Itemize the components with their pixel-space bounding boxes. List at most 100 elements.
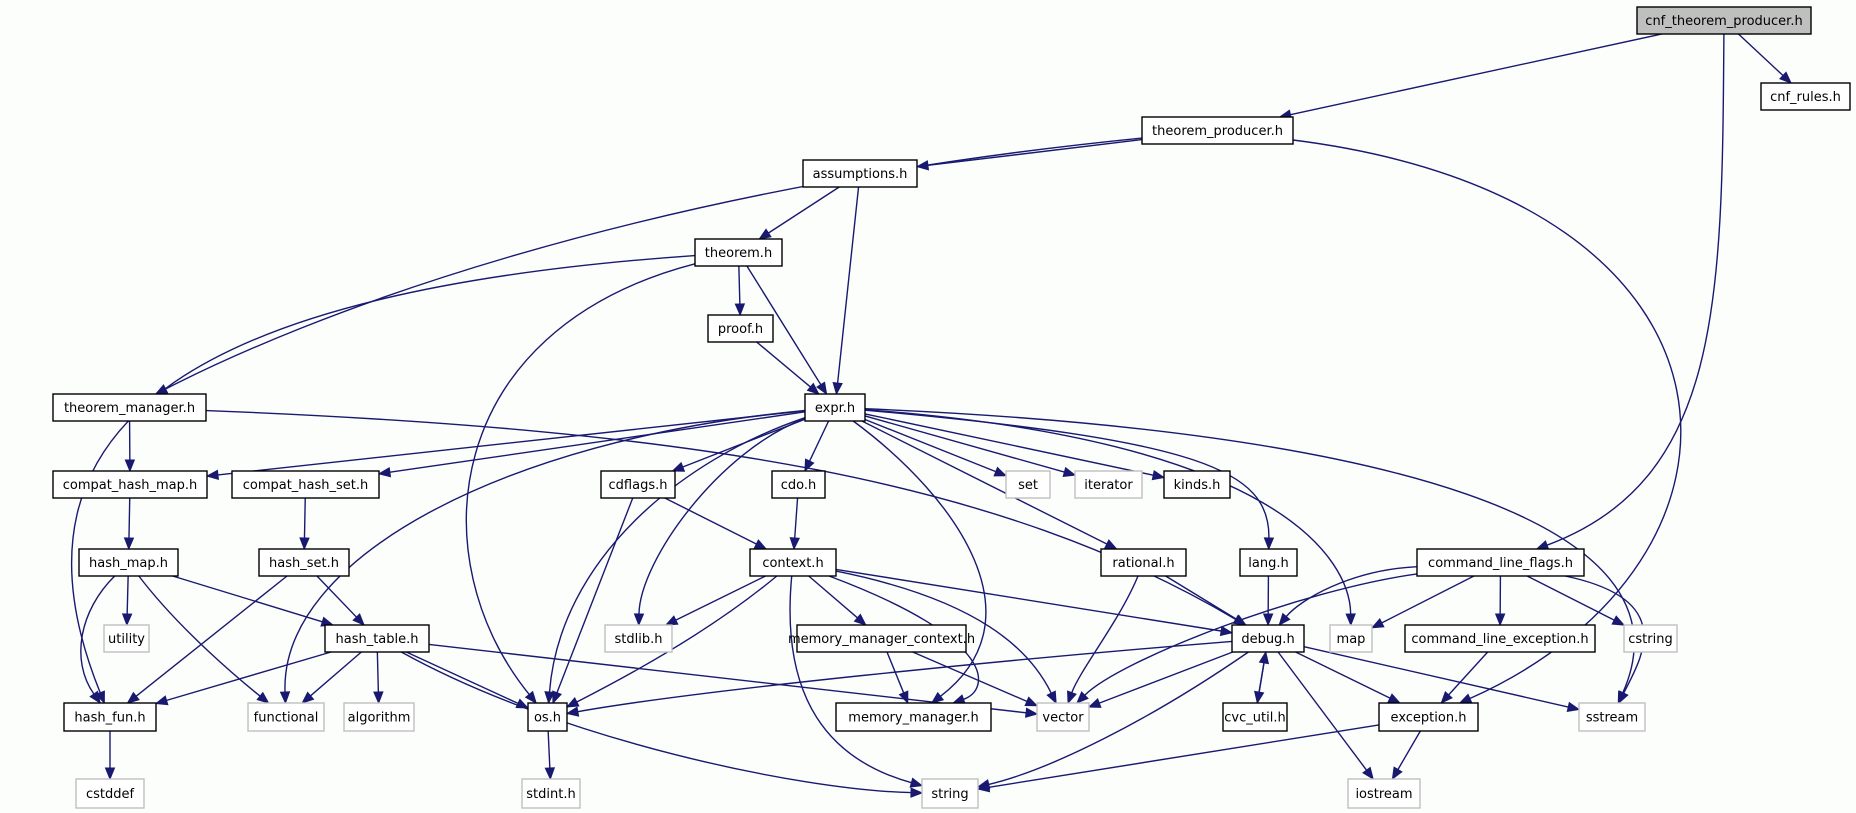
node-label: command_line_flags.h	[1428, 556, 1573, 571]
node-exception[interactable]: exception.h	[1378, 702, 1479, 732]
node-label: vector	[1042, 711, 1084, 726]
node-kinds[interactable]: kinds.h	[1163, 470, 1231, 499]
node-cnf-rules[interactable]: cnf_rules.h	[1760, 82, 1851, 111]
node-command-line-flags[interactable]: command_line_flags.h	[1416, 548, 1585, 577]
edge-hash-set-to-hash-table	[316, 575, 357, 618]
node-algorithm: algorithm	[343, 702, 415, 732]
node-compat-hash-set[interactable]: compat_hash_set.h	[231, 470, 380, 499]
arrowhead-icon	[1046, 690, 1057, 705]
edge-expr-to-stdlib	[638, 417, 806, 615]
node-proof[interactable]: proof.h	[707, 314, 774, 343]
node-label: cstddef	[86, 787, 135, 802]
node-label: cdflags.h	[609, 478, 668, 493]
node-label: expr.h	[815, 401, 855, 416]
node-memory-manager[interactable]: memory_manager.h	[835, 702, 992, 732]
arrowhead-icon	[552, 690, 563, 705]
arrowhead-icon	[976, 782, 991, 793]
node-command-line-exception[interactable]: command_line_exception.h	[1404, 624, 1596, 653]
node-box	[600, 470, 676, 499]
edge-theorem-to-expr	[746, 265, 822, 386]
node-utility: utility	[103, 624, 150, 653]
node-box	[52, 393, 207, 422]
edges-layer	[70, 33, 1792, 798]
edge-memory-manager-context-to-vector	[912, 651, 1028, 703]
node-label: stdlib.h	[615, 632, 663, 647]
edge-theorem-to-proof	[738, 265, 741, 305]
node-box	[771, 470, 826, 499]
node-box	[921, 778, 979, 809]
node-box	[604, 624, 673, 653]
edge-command-line-exception-to-exception	[1448, 651, 1489, 696]
arrowhead-icon	[123, 537, 135, 551]
edge-hash-table-to-string	[401, 651, 912, 794]
edge-proof-to-expr	[756, 341, 811, 388]
node-hash-set[interactable]: hash_set.h	[258, 548, 350, 577]
arrowhead-icon	[789, 537, 800, 551]
arrowhead-icon	[1391, 766, 1403, 781]
node-cdo[interactable]: cdo.h	[771, 470, 826, 499]
edge-context-to-string	[789, 575, 912, 784]
arrowhead-icon	[565, 706, 580, 717]
edge-cvc-util-to-debug	[1256, 662, 1265, 704]
node-box	[258, 548, 350, 577]
node-label: iostream	[1355, 787, 1412, 802]
node-memory-manager-context[interactable]: memory_manager_context.h	[788, 624, 975, 653]
arrowhead-icon	[1067, 690, 1077, 705]
node-label: utility	[108, 632, 145, 647]
node-cdflags[interactable]: cdflags.h	[600, 470, 676, 499]
node-hash-fun[interactable]: hash_fun.h	[63, 702, 157, 732]
edge-command-line-flags-to-cstring	[1526, 575, 1615, 621]
edge-hash-map-to-hash-table	[172, 575, 323, 623]
arrowhead-icon	[1362, 766, 1374, 781]
node-box	[324, 624, 430, 653]
edge-context-to-vector	[835, 570, 1052, 694]
edge-debug-to-vector	[1099, 651, 1234, 704]
edge-expr-to-compat-hash-set	[389, 411, 806, 473]
node-cnf-theorem-producer[interactable]: cnf_theorem_producer.h	[1636, 6, 1812, 35]
node-label: memory_manager_context.h	[788, 632, 975, 647]
edge-hash-table-to-functional	[310, 651, 362, 697]
node-lang[interactable]: lang.h	[1239, 548, 1298, 577]
node-box	[1347, 778, 1421, 809]
node-box	[1636, 6, 1812, 35]
node-context[interactable]: context.h	[749, 548, 837, 577]
arrowhead-icon	[205, 469, 220, 481]
node-debug[interactable]: debug.h	[1231, 624, 1305, 653]
node-theorem-manager[interactable]: theorem_manager.h	[52, 393, 207, 422]
node-label: cvc_util.h	[1224, 711, 1285, 726]
node-box	[804, 393, 866, 422]
arrowhead-icon	[816, 381, 828, 396]
arrowhead-icon	[565, 697, 580, 708]
arrowhead-icon	[1262, 613, 1274, 627]
edge-compat-hash-set-to-hash-set	[303, 497, 306, 539]
node-os[interactable]: os.h	[527, 702, 568, 732]
node-label: set	[1018, 478, 1038, 493]
node-theorem[interactable]: theorem.h	[694, 238, 783, 267]
arrowhead-icon	[1087, 698, 1102, 708]
node-label: lang.h	[1248, 556, 1288, 571]
node-iostream: iostream	[1347, 778, 1421, 809]
node-label: rational.h	[1112, 556, 1174, 571]
edge-context-to-os	[576, 575, 778, 703]
edge-expr-to-kinds	[864, 413, 1154, 476]
node-hash-table[interactable]: hash_table.h	[324, 624, 430, 653]
node-box	[78, 548, 179, 577]
node-theorem-producer[interactable]: theorem_producer.h	[1141, 116, 1294, 145]
node-label: theorem.h	[705, 246, 772, 261]
node-cvc-util[interactable]: cvc_util.h	[1222, 702, 1288, 732]
arrowhead-icon	[373, 691, 384, 705]
node-compat-hash-map[interactable]: compat_hash_map.h	[52, 470, 208, 499]
edge-command-line-flags-to-vector	[1084, 573, 1418, 696]
node-label: cnf_rules.h	[1770, 90, 1841, 105]
arrowhead-icon	[1278, 612, 1291, 627]
node-rational[interactable]: rational.h	[1100, 548, 1187, 577]
edge-exception-to-iostream	[1397, 730, 1421, 770]
node-expr[interactable]: expr.h	[804, 393, 866, 422]
node-box	[707, 314, 774, 343]
node-assumptions[interactable]: assumptions.h	[802, 159, 918, 188]
arrowhead-icon	[993, 466, 1008, 477]
node-hash-map[interactable]: hash_map.h	[78, 548, 179, 577]
node-vector: vector	[1036, 702, 1090, 732]
node-label: functional	[254, 711, 319, 726]
